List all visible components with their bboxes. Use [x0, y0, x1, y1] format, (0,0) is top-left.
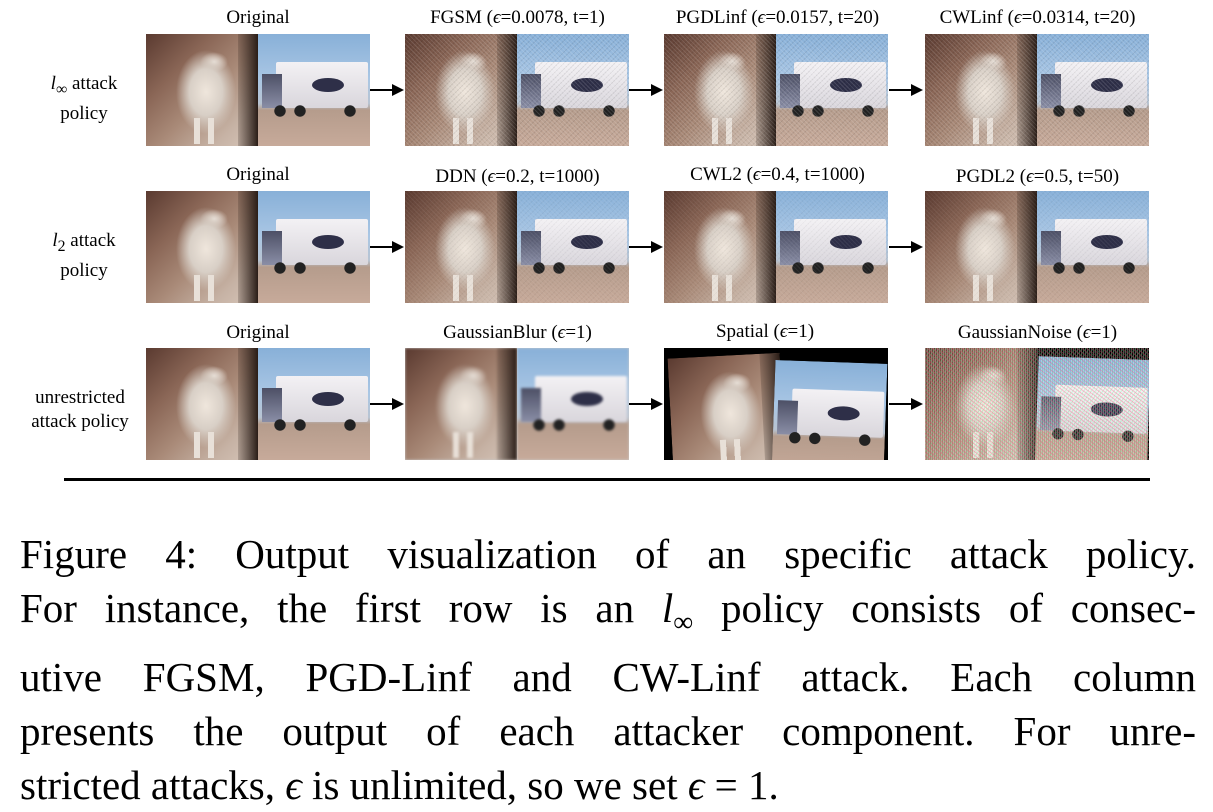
caption-rule — [64, 478, 1150, 481]
image-pair-cwl2-row2 — [664, 191, 888, 303]
row-label-word: attack — [65, 230, 116, 251]
right-arrow-icon — [370, 83, 404, 97]
row-label-policy: policy — [60, 102, 108, 124]
caption-line-5: stricted attacks, ϵ is unlimited, so we … — [20, 762, 779, 809]
image-pair-pgdl2-row2 — [925, 191, 1149, 303]
cat-image — [405, 191, 517, 303]
image-pair-original-row1 — [146, 34, 370, 146]
cat-image — [146, 348, 258, 460]
image-pair-gaussiannoise-row3 — [925, 348, 1149, 460]
row-label-policy: attack policy — [31, 411, 129, 432]
col-title-original-3: Original — [226, 322, 290, 343]
right-arrow-icon — [629, 83, 663, 97]
col-title-gaussianblur: GaussianBlur (ϵ=1) — [443, 322, 592, 343]
caption-line-3: utive FGSM, PGD-Linf and CW-Linf attack.… — [20, 654, 1196, 701]
row-label-l: l — [50, 73, 56, 94]
col-title-ddn: DDN (ϵ=0.2, t=1000) — [435, 166, 600, 187]
image-pair-original-row2 — [146, 191, 370, 303]
truck-image — [258, 34, 370, 146]
image-pair-spatial-row3 — [664, 348, 888, 460]
truck-image — [1037, 34, 1149, 146]
cat-image — [405, 34, 517, 146]
cat-image — [405, 348, 517, 460]
truck-image — [1037, 191, 1149, 303]
row-label-sub: 2 — [57, 237, 66, 255]
truck-image — [776, 34, 888, 146]
col-title-fgsm: FGSM (ϵ=0.0078, t=1) — [430, 7, 605, 28]
cat-image — [667, 352, 786, 460]
col-title-pgdlinf: PGDLinf (ϵ=0.0157, t=20) — [675, 7, 880, 28]
right-arrow-icon — [889, 83, 923, 97]
right-arrow-icon — [370, 397, 404, 411]
cat-image — [664, 34, 776, 146]
truck-image — [258, 348, 370, 460]
truck-image — [1034, 356, 1149, 460]
row-label-unrestricted: unrestricted attack policy — [10, 386, 150, 434]
right-arrow-icon — [889, 240, 923, 254]
right-arrow-icon — [629, 397, 663, 411]
col-title-original-2: Original — [226, 164, 290, 185]
figure-caption: Figure 4: Output visualization of an spe… — [20, 527, 1196, 812]
col-title-pgdl2: PGDL2 (ϵ=0.5, t=50) — [955, 166, 1120, 187]
col-title-gaussiannoise: GaussianNoise (ϵ=1) — [957, 322, 1118, 343]
caption-line-2: For instance, the first row is an l∞ pol… — [20, 585, 1196, 639]
image-pair-cwlinf-row1 — [925, 34, 1149, 146]
image-pair-original-row3 — [146, 348, 370, 460]
caption-line-1: Figure 4: Output visualization of an spe… — [20, 531, 1196, 577]
cat-image — [925, 191, 1037, 303]
image-pair-gaussianblur-row3 — [405, 348, 629, 460]
truck-image — [517, 34, 629, 146]
row-label-word: attack — [67, 73, 118, 94]
truck-image — [776, 191, 888, 303]
row-label-sub: ∞ — [55, 80, 68, 98]
col-title-cwlinf: CWLinf (ϵ=0.0314, t=20) — [939, 7, 1136, 28]
right-arrow-icon — [629, 240, 663, 254]
cat-image — [146, 191, 258, 303]
right-arrow-icon — [889, 397, 923, 411]
image-pair-fgsm-row1 — [405, 34, 629, 146]
col-title-spatial: Spatial (ϵ=1) — [715, 321, 815, 342]
row-label-l2: l2 attack policy — [14, 229, 154, 283]
truck-image — [517, 191, 629, 303]
cat-image — [146, 34, 258, 146]
row-label-linf: l∞ attack policy — [14, 72, 154, 126]
col-title-cwl2: CWL2 (ϵ=0.4, t=1000) — [690, 164, 865, 185]
row-label-policy: policy — [60, 259, 108, 281]
row-label-l: l — [52, 230, 58, 251]
cat-image — [664, 191, 776, 303]
col-title-original-1: Original — [226, 7, 290, 28]
cat-image — [925, 34, 1037, 146]
caption-line-4: presents the output of each attacker com… — [20, 708, 1196, 755]
row-label-word: unrestricted — [35, 387, 125, 408]
image-pair-pgdlinf-row1 — [664, 34, 888, 146]
truck-image — [258, 191, 370, 303]
truck-image — [517, 348, 629, 460]
image-pair-ddn-row2 — [405, 191, 629, 303]
truck-image — [771, 360, 888, 460]
cat-image — [925, 348, 1037, 460]
right-arrow-icon — [370, 240, 404, 254]
